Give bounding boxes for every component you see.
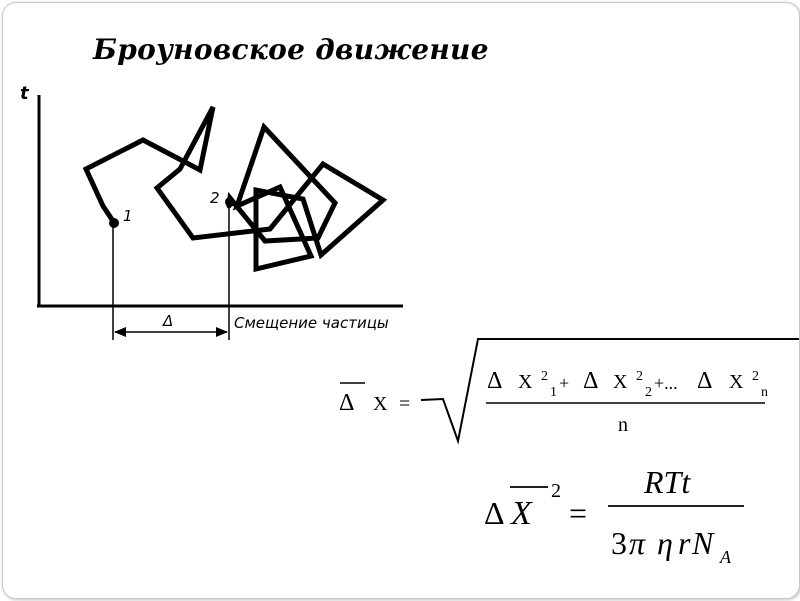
plus-dots: +... <box>654 373 678 393</box>
rms-formula: Δ X = Δ X 2 1 + Δ X 2 2 +... Δ X 2 n n <box>339 338 799 445</box>
delta-label: Δ <box>162 312 173 330</box>
point-1-marker <box>109 218 119 228</box>
slide-canvas: t Смещение частицы 1 2 Δ Δ X = <box>20 83 799 567</box>
slide-title: Броуновское движение <box>93 33 489 66</box>
term1-delta: Δ <box>487 368 502 394</box>
equals-2: = <box>569 495 587 531</box>
term2-sub: 2 <box>645 385 652 400</box>
term3-sup: 2 <box>752 369 759 384</box>
term3-x: X <box>729 371 744 393</box>
lhs-x: X <box>373 393 388 415</box>
den-n: N <box>691 525 715 561</box>
den-three: 3 <box>611 525 627 561</box>
term3-sub: n <box>761 385 768 400</box>
term2-x: X <box>613 371 628 393</box>
lhs2-delta: Δ <box>484 495 505 531</box>
sqrt-radical <box>420 338 799 445</box>
den-pi: π <box>629 525 646 561</box>
term1-sup: 2 <box>541 369 548 384</box>
rms-denominator: n <box>618 414 628 436</box>
term2-delta: Δ <box>583 368 598 394</box>
einstein-numerator: RTt <box>643 464 691 500</box>
den-eta: η <box>657 525 673 561</box>
point-2-marker <box>225 197 235 207</box>
point-1-label: 1 <box>123 207 133 225</box>
term1-x: X <box>518 371 533 393</box>
term3-delta: Δ <box>697 368 712 394</box>
lhs-equals: = <box>399 393 410 415</box>
term2-sup: 2 <box>636 369 643 384</box>
plus-sign-1: + <box>559 373 569 393</box>
den-r: r <box>678 525 691 561</box>
lhs-delta: Δ <box>339 390 354 416</box>
brownian-diagram: t Смещение частицы 1 2 Δ <box>20 83 403 340</box>
lhs2-x: X <box>509 495 533 532</box>
t-axis-label: t <box>20 83 30 104</box>
lhs2-exponent: 2 <box>551 480 561 502</box>
einstein-formula: Δ X 2 = RTt 3 π η r N A <box>484 464 744 567</box>
point-2-label: 2 <box>210 189 220 207</box>
trajectory-path <box>82 105 388 273</box>
term1-sub: 1 <box>550 385 557 400</box>
x-axis-label: Смещение частицы <box>234 314 389 332</box>
den-a-subscript: A <box>719 547 732 567</box>
delta-arrowhead-left <box>114 327 126 337</box>
delta-arrowhead-right <box>216 327 228 337</box>
